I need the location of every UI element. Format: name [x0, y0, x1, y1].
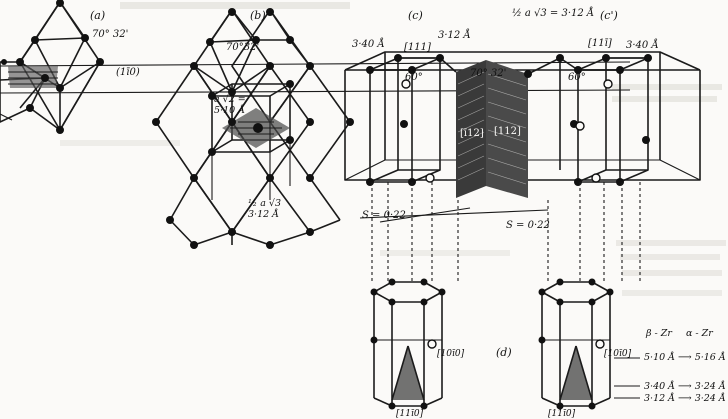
- panel-a-octahedra: [0, 0, 104, 134]
- background-text: [60, 2, 726, 296]
- panel-d-label: (d): [496, 346, 512, 359]
- phase-row-3: 3·12 Å ⟶ 3·24 Å: [644, 392, 726, 404]
- panel-c-dim-center: ½ a √3 = 3·12 Å: [512, 7, 594, 19]
- panel-a-angle: 70° 32': [92, 29, 128, 40]
- panel-a-label: (a): [90, 9, 105, 22]
- twin-plane-right-label: [112]: [494, 126, 521, 137]
- twin-plane-left-label: [ī12]: [460, 128, 484, 139]
- phase-lattice-table: β - Zr α - Zr 5·10 Å ⟶ 5·16 Å 3·40 Å ⟶ 3…: [644, 328, 726, 404]
- phase-beta-zr-header: β - Zr: [645, 328, 673, 339]
- panel-b-label: (b): [250, 9, 266, 22]
- panel-c-angle-center: 70° 32': [470, 68, 506, 79]
- panel-c-plane-111: [111]: [404, 42, 431, 53]
- plane-label-1-10: (1ī0): [116, 67, 140, 78]
- panel-b-angle: 70°32': [226, 42, 259, 53]
- phase-alpha-zr-header: α - Zr: [686, 328, 714, 339]
- panel-b-dim-b-value: 3·12 Å: [248, 208, 279, 220]
- panel-c-angle-60-left: 60°: [405, 72, 423, 83]
- phase-row-2: 3·40 Å ⟶ 3·24 Å: [644, 380, 726, 392]
- panel-c-dim-left-b: 3·12 Å: [438, 29, 471, 41]
- panel-c-angle-60-right: 60°: [568, 72, 586, 83]
- panel-b-dim-a-value: 5·10 Å: [214, 104, 245, 116]
- panel-d-right-plane: [10ī0]: [604, 349, 632, 359]
- panel-c-prime-label: (c'): [600, 9, 618, 22]
- panel-b-dim-a: a √2 =: [214, 94, 246, 105]
- panel-c-plane-11-1: [11ī]: [588, 38, 612, 49]
- panel-b-dim-b: ½ a √3: [248, 198, 281, 209]
- shear-label-left: S = 0·22: [362, 210, 406, 221]
- panel-c-label: (c): [408, 9, 423, 22]
- panel-c-dim-right-a: 3·40 Å: [626, 39, 659, 51]
- panel-b-octahedra-stack: [152, 8, 354, 249]
- panel-d-left-plane: [10ī0]: [437, 349, 465, 359]
- panel-d-right-base: [11ī0]: [548, 409, 576, 419]
- panel-c-dim-left-a: 3·40 Å: [352, 38, 385, 50]
- panel-c-twin-prisms: [344, 51, 701, 282]
- panel-d-hcp-cells: [370, 278, 640, 410]
- reference-band: [0, 61, 631, 94]
- shear-label-right: S = 0·22: [506, 220, 550, 231]
- phase-row-1: 5·10 Å ⟶ 5·16 Å: [644, 351, 726, 363]
- panel-d-left-base: [11ī0]: [396, 409, 424, 419]
